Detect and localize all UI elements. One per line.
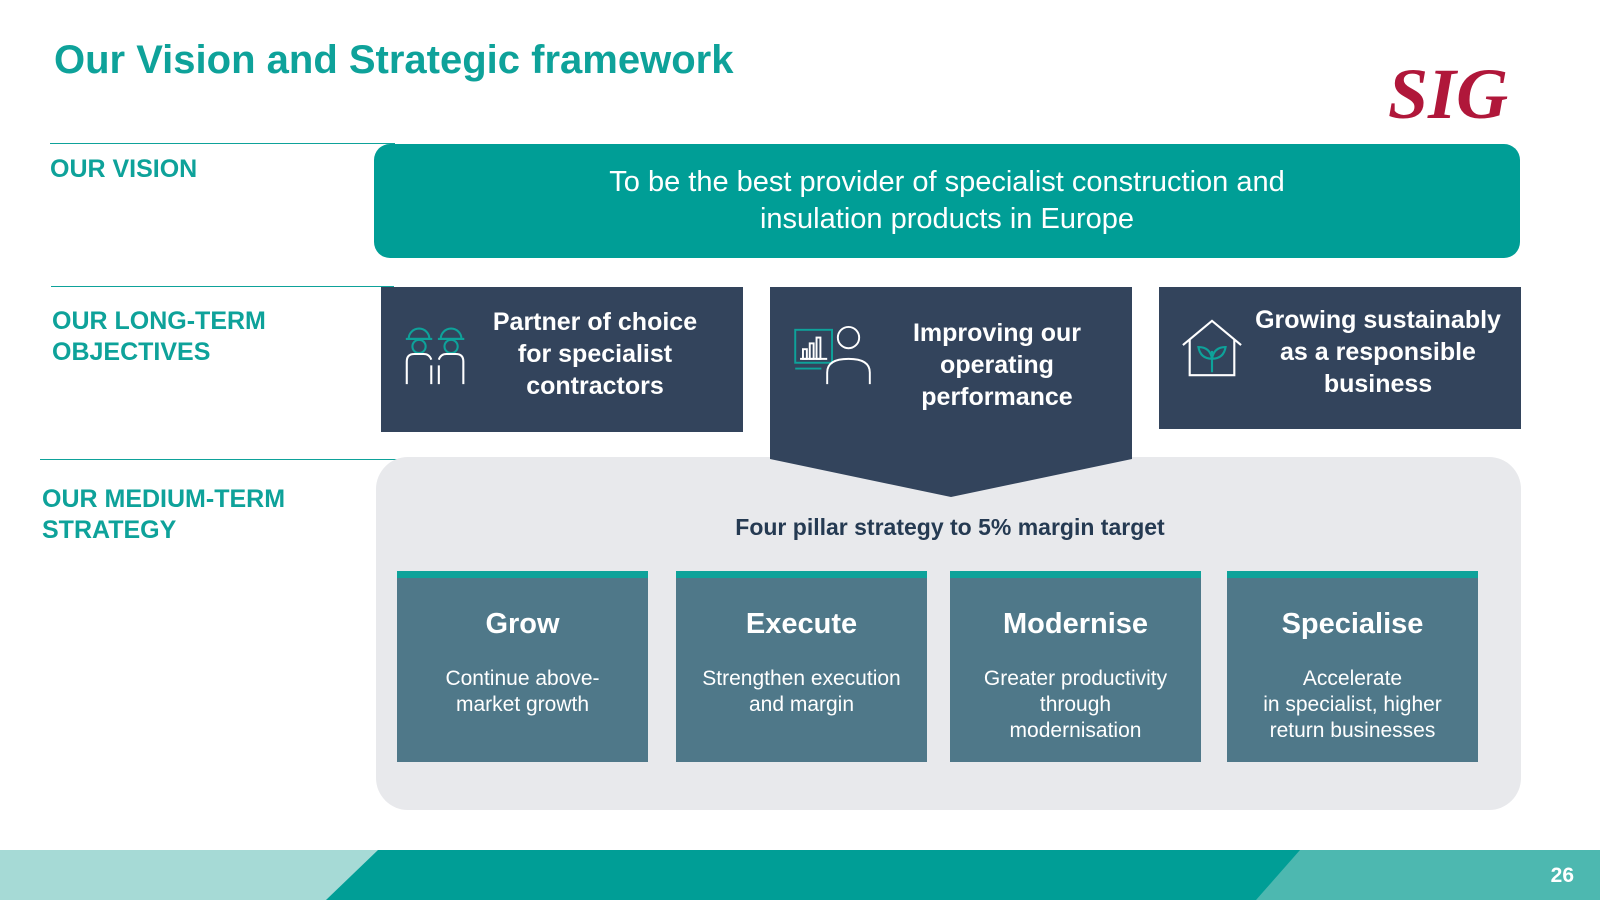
pillar-description: Strengthen execution and margin xyxy=(702,667,901,716)
svg-text:SIG: SIG xyxy=(1388,58,1508,124)
objectives-divider xyxy=(51,286,394,287)
objective-arrow-overlay: Improving our operating performance xyxy=(770,287,1132,411)
strategy-label: OUR MEDIUM-TERM STRATEGY xyxy=(42,485,286,544)
pillar-title: Specialise xyxy=(1281,608,1424,640)
objective-card-sustainable: Growing sustainably as a responsible bus… xyxy=(1159,287,1521,429)
page-number: 26 xyxy=(1550,864,1574,887)
objective-card-partner: Partner of choice for specialist contrac… xyxy=(381,287,743,432)
vision-divider xyxy=(50,143,395,144)
vision-text: To be the best provider of specialist co… xyxy=(609,166,1285,235)
pillar-description: Greater productivity through modernisati… xyxy=(983,667,1168,742)
pillar-execute: Execute Strengthen execution and margin xyxy=(676,571,927,762)
slide-title: Our Vision and Strategic framework xyxy=(54,38,734,82)
pillar-title: Grow xyxy=(485,608,560,640)
objective-text-sustainable: Growing sustainably as a responsible bus… xyxy=(1255,306,1501,398)
pillar-title: Execute xyxy=(745,608,858,640)
strategy-divider xyxy=(40,459,400,460)
vision-label: OUR VISION xyxy=(50,155,198,183)
performance-dashboard-icon xyxy=(794,325,871,385)
pillar-description: Accelerate in specialist, higher return … xyxy=(1263,667,1442,742)
objective-text-partner: Partner of choice for specialist contrac… xyxy=(492,308,698,400)
pillar-description: Continue above- market growth xyxy=(445,667,600,716)
footer-band xyxy=(0,850,1600,900)
pillar-specialise: Specialise Accelerate in specialist, hig… xyxy=(1227,571,1478,762)
objective-arrow-shape xyxy=(770,287,1132,497)
vision-statement: To be the best provider of specialist co… xyxy=(374,144,1520,258)
contractors-icon xyxy=(405,327,465,385)
objective-text-performance-overlay: Improving our operating performance xyxy=(912,319,1082,411)
sustainable-house-icon xyxy=(1182,319,1242,377)
objectives-label: OUR LONG-TERM OBJECTIVES xyxy=(52,307,266,366)
pillar-grow: Grow Continue above- market growth xyxy=(397,571,648,762)
pillar-title: Modernise xyxy=(1002,608,1149,640)
pillar-modernise: Modernise Greater productivity through m… xyxy=(950,571,1201,762)
sig-logo: SIG xyxy=(1388,58,1508,124)
pillar-strategy-heading: Four pillar strategy to 5% margin target xyxy=(735,514,1165,540)
